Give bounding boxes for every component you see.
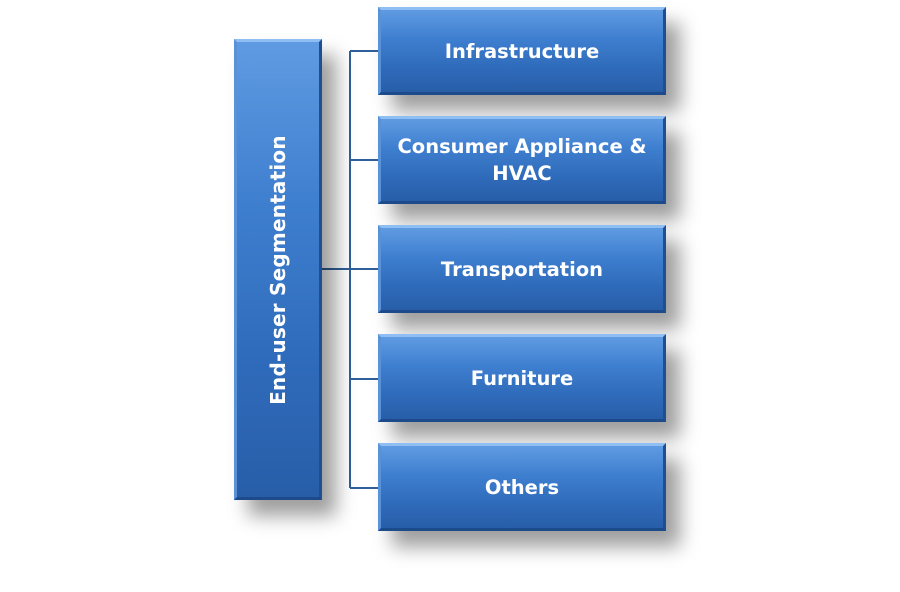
node-label-furniture: Furniture — [470, 366, 574, 390]
root-node-label: End-user Segmentation — [266, 134, 291, 405]
node-transportation: Transportation — [378, 225, 666, 313]
node-furniture: Furniture — [378, 334, 666, 422]
node-label-consumer-appliance-hvac: Consumer Appliance & HVAC — [397, 135, 647, 185]
node-consumer-appliance-hvac: Consumer Appliance & HVAC — [378, 116, 666, 204]
node-label-transportation: Transportation — [440, 257, 604, 281]
node-label-infrastructure: Infrastructure — [444, 39, 600, 63]
root-node-end-user-segmentation: End-user Segmentation — [234, 39, 322, 500]
node-label-others: Others — [484, 475, 560, 499]
node-infrastructure: Infrastructure — [378, 7, 666, 95]
node-others: Others — [378, 443, 666, 531]
